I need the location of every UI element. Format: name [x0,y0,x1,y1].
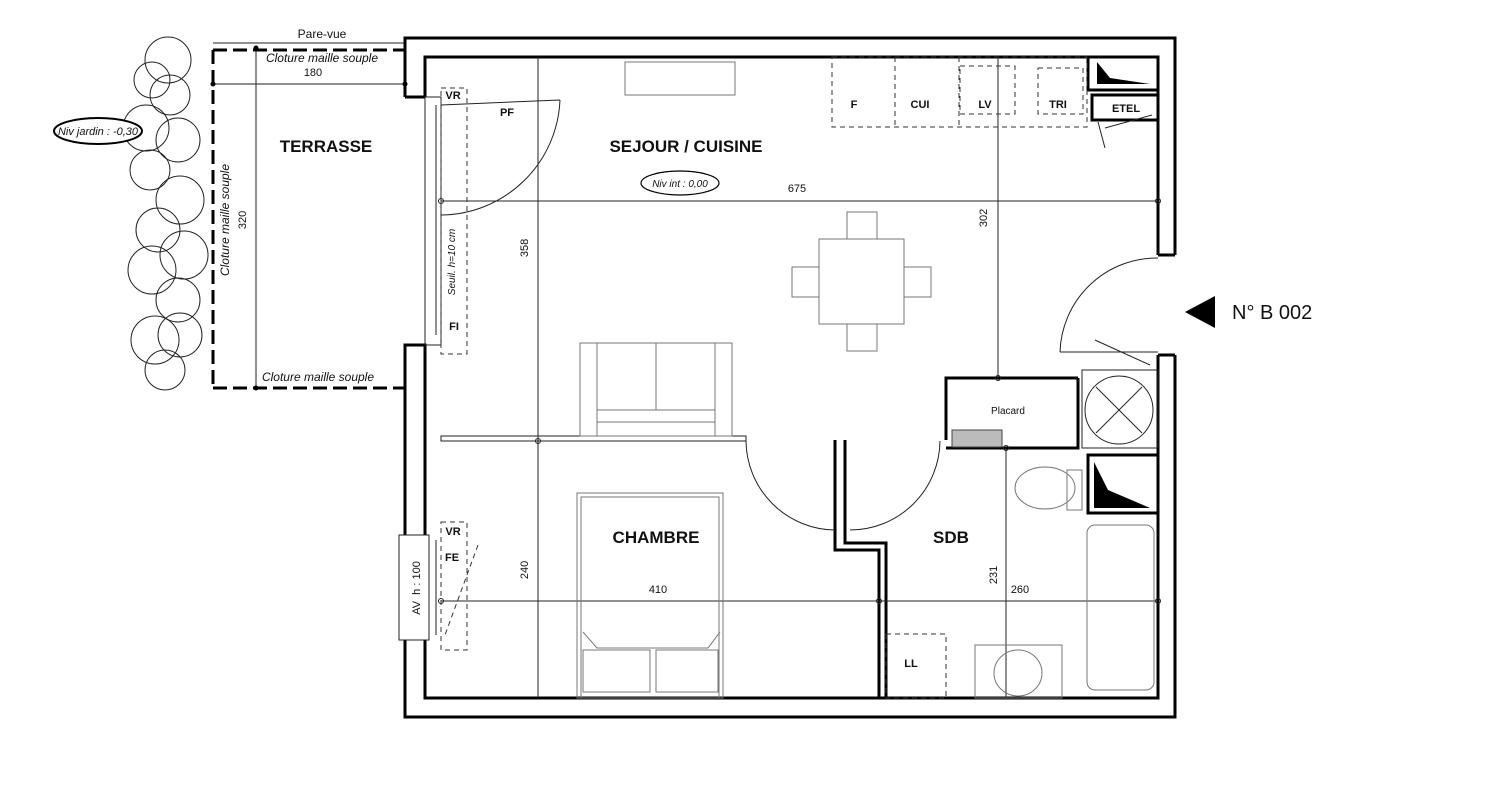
entrance-arrow-icon [1185,296,1215,328]
washer-label: LL [904,658,918,670]
unit-number: N° B 002 [1232,302,1312,324]
room-label-chambre: CHAMBRE [613,528,700,547]
garden-level: Niv jardin : -0,30 [58,126,139,138]
bedroom-window-label: FE [445,552,459,564]
room-label-placard: Placard [991,406,1025,417]
fixed-window-label: FI [449,321,459,333]
window-door-label: PF [500,107,514,119]
fence-bottom-label: Cloture maille souple [262,370,374,384]
panel-label-etel: ETEL [1112,103,1140,115]
fence-top-label: Cloture maille souple [266,51,378,65]
bedroom-width: 410 [649,584,667,596]
living-depth-right: 302 [978,209,990,227]
interior-level: Niv int : 0,00 [652,179,708,190]
bedroom-depth: 240 [519,561,531,579]
walls: Placard [398,36,1177,719]
interior-level-tag: Niv int : 0,00 [640,170,720,196]
dimension-lines [438,57,1161,698]
doors [440,99,1159,531]
kitchen-label-cui: CUI [911,99,930,111]
bedroom-shutter-label: VR [445,526,460,538]
kitchen-label-lv: LV [978,99,992,111]
fence-left-label: Cloture maille souple [218,164,232,276]
garden-level-tag: Niv jardin : -0,30 [53,117,143,145]
hedge-trees [122,36,209,391]
living-depth-left: 358 [519,239,531,257]
room-label-sdb: SDB [933,528,969,547]
living-width: 675 [788,183,806,195]
kitchen-label-tri: TRI [1049,99,1067,111]
bathroom-width: 260 [1011,584,1029,596]
furniture [440,87,1155,699]
pare-vue-label: Pare-vue [298,27,347,41]
bathroom-depth: 231 [988,566,1000,584]
living-shutter-label: VR [445,90,460,102]
kitchen-label-f: F [851,99,858,111]
terrace: Pare-vue Cloture maille souple 180 Clotu… [210,27,408,391]
kitchen: F CUI LV TRI ETEL [624,56,1140,128]
railing-label: AV h : 100 [411,561,423,615]
threshold-label: Seuil. h=10 cm [447,229,458,295]
terrace-width: 180 [304,67,322,79]
terrace-depth: 320 [237,211,249,229]
room-label-terrasse: TERRASSE [280,137,373,156]
room-label-sejour-cuisine: SEJOUR / CUISINE [609,137,762,156]
